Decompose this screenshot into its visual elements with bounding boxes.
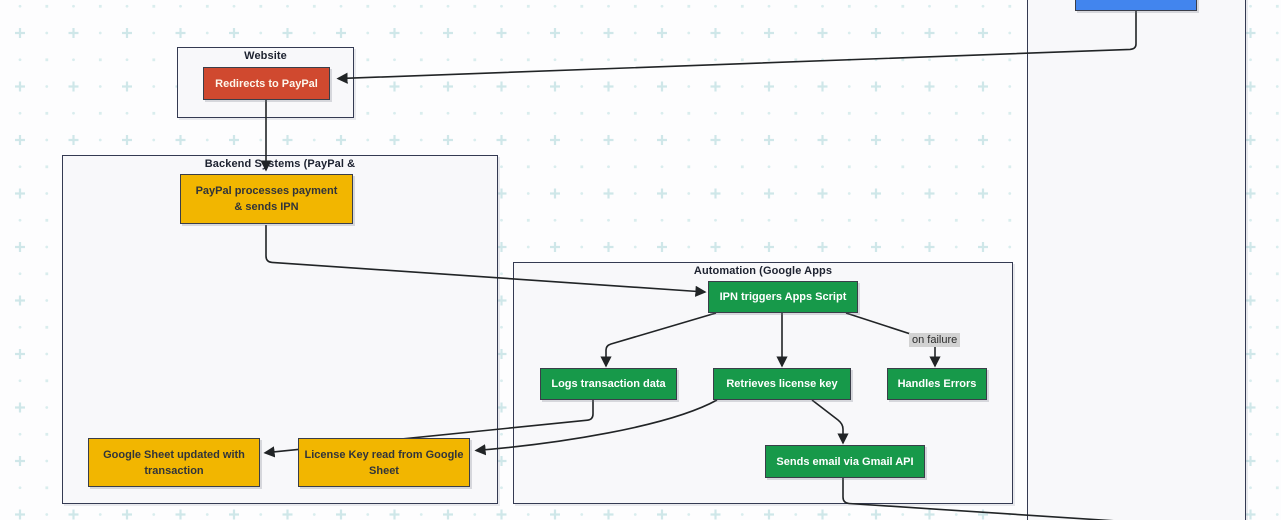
- cluster-automation-title: Automation (Google Apps: [693, 265, 833, 277]
- node-logs-transaction-data[interactable]: Logs transaction data: [540, 368, 677, 400]
- node-redirects-to-paypal[interactable]: Redirects to PayPal: [203, 67, 330, 100]
- cluster-website-title: Website: [244, 50, 287, 62]
- node-ipn-triggers-apps-script[interactable]: IPN triggers Apps Script: [708, 281, 858, 313]
- node-retrieves-license-key[interactable]: Retrieves license key: [713, 368, 851, 400]
- cut-off-blue-node[interactable]: [1075, 0, 1197, 11]
- cluster-right-partial[interactable]: [1027, 0, 1246, 520]
- node-license-key-read[interactable]: License Key read from Google Sheet: [298, 438, 470, 487]
- edge-label-on-failure: on failure: [909, 333, 961, 347]
- node-sends-email-gmail-api[interactable]: Sends email via Gmail API: [765, 445, 925, 478]
- node-handles-errors[interactable]: Handles Errors: [887, 368, 987, 400]
- node-google-sheet-updated[interactable]: Google Sheet updated with transaction: [88, 438, 260, 487]
- node-paypal-processes-payment[interactable]: PayPal processes payment & sends IPN: [180, 174, 353, 224]
- cluster-backend-title: Backend Systems (PayPal &: [204, 158, 356, 170]
